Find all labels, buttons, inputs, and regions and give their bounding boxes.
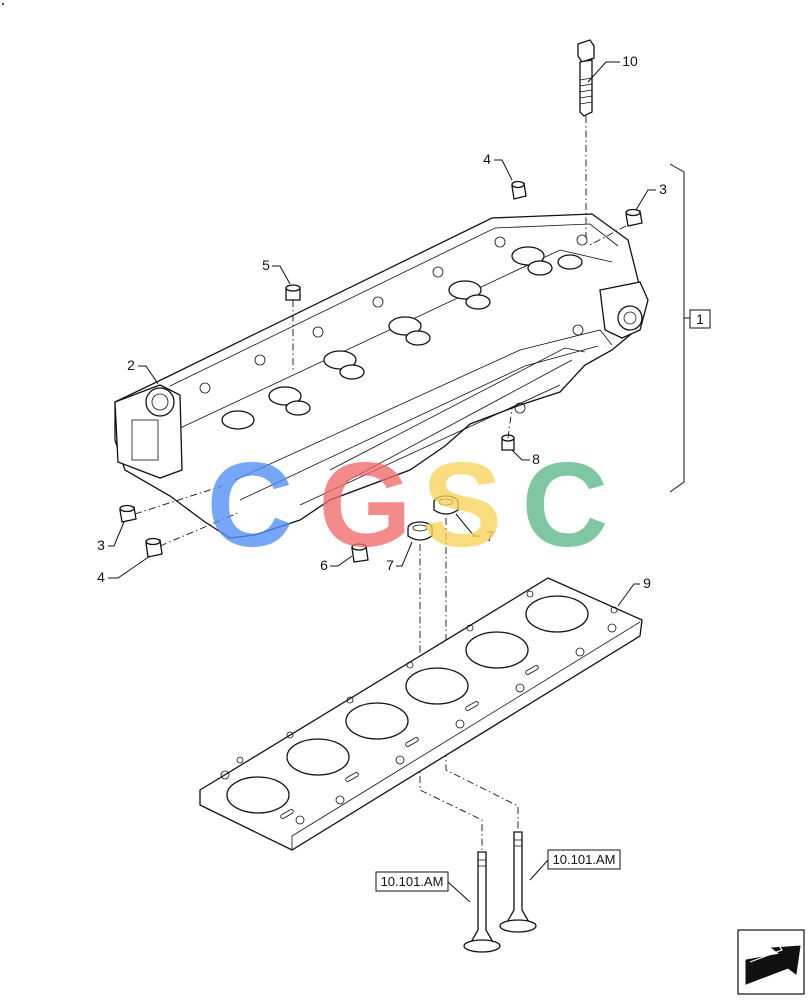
callout-10: 10 [622,53,638,69]
leader-lines [108,61,656,903]
valve-pockets [221,246,583,430]
watermark-letter-s: S [422,438,502,572]
head-gasket [199,577,643,851]
gasket-holes [220,590,618,825]
reference-left-label: 10.101.AM [381,874,444,889]
plug-5 [285,284,301,372]
head-bolt-bosses [199,234,588,414]
head-bolt [577,39,595,238]
dowel-3-top [587,208,643,247]
callout-5: 5 [262,257,270,273]
dowel-3-left [119,485,223,523]
reference-right-label: 10.101.AM [553,852,616,867]
callout-9: 9 [643,575,651,591]
corner-mark [2,3,4,5]
watermark-letter-c2: C [522,438,609,572]
callout-4-top: 4 [483,151,491,167]
callout-1: 1 [696,311,704,327]
watermark-letter-g: G [318,438,411,572]
dowel-4-left [145,511,241,558]
watermark: C G S C [207,438,609,572]
watermark-letter-c1: C [207,438,294,572]
reference-right[interactable]: 10.101.AM [547,849,621,870]
callout-6: 6 [320,557,328,573]
callout-8: 8 [532,451,540,467]
callout-7-right: 7 [486,528,494,544]
valve-right [499,831,537,933]
callout-2: 2 [127,357,135,373]
dowel-4-top [511,180,527,200]
callout-7-left: 7 [386,557,394,573]
plug-6 [351,543,369,563]
valve-left [463,851,501,953]
callout-3-top: 3 [659,181,667,197]
callout-4-left: 4 [97,569,105,585]
reference-left[interactable]: 10.101.AM [375,871,449,892]
callout-3-left: 3 [97,537,105,553]
next-page-arrow-icon[interactable] [737,929,805,995]
cylinder-head [114,213,649,539]
plug-8 [501,407,515,451]
assembly-bracket [669,163,711,493]
